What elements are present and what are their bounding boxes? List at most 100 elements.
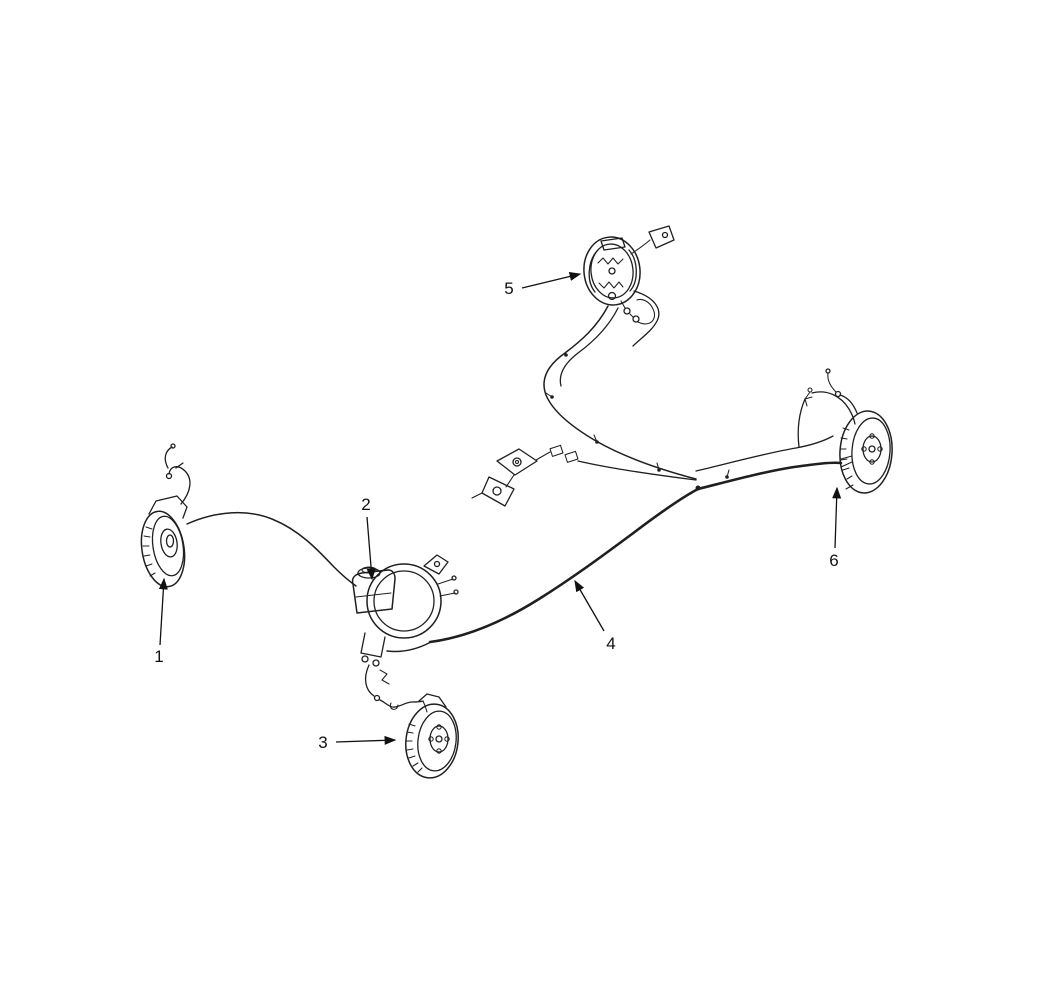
rear-right-top-hose — [839, 394, 858, 414]
connector-tube-right — [577, 460, 697, 481]
master-cylinder-body — [360, 632, 386, 658]
tube-clip-5 — [564, 353, 568, 357]
rear-right-hub — [862, 435, 882, 463]
callout-6: 6 — [829, 486, 842, 570]
rear-left-plate-inner — [590, 243, 634, 299]
callout-2: 2 — [361, 495, 376, 581]
front-right-disc-outer — [405, 703, 459, 779]
booster-studs — [437, 578, 456, 597]
tube-junction — [695, 485, 701, 491]
tube-connector-2 — [564, 450, 579, 463]
front-right-lug-3 — [436, 748, 442, 754]
front-right-lug-1 — [436, 724, 442, 730]
rear-right-lug-3 — [869, 459, 875, 465]
callout-4: 4 — [574, 579, 616, 653]
callout-5: 5 — [504, 272, 582, 298]
front-left-hose-end-fitting — [170, 443, 176, 449]
down-tube-fitting — [373, 694, 381, 702]
callout-6-arrow — [832, 486, 842, 549]
front-left-brake-assembly — [140, 443, 357, 588]
front-right-vent-hatching — [405, 723, 423, 773]
drum-inlet-fitting — [840, 455, 853, 468]
rear-right-drum-face — [851, 417, 891, 485]
master-cylinder-port-1 — [361, 655, 369, 663]
rear-left-brake-tube-parallel — [559, 307, 619, 387]
reservoir-body — [351, 569, 396, 614]
rear-left-fitting-stems — [620, 300, 634, 318]
front-left-hub — [160, 528, 178, 558]
front-left-brake-hose — [164, 446, 191, 505]
front-right-knuckle — [418, 693, 447, 708]
front-left-vent-hatching — [142, 526, 156, 577]
booster-stud-nut-2 — [453, 589, 459, 595]
rear-left-brake-tube — [543, 305, 697, 480]
rear-left-adjuster — [607, 291, 617, 301]
callout-3: 3 — [318, 733, 397, 752]
rear-left-fitting-2 — [632, 315, 640, 323]
front-left-hub-center — [165, 534, 175, 548]
front-right-brake-disc-assembly — [405, 693, 459, 779]
front-right-hose-stub — [422, 700, 428, 713]
rear-left-bracket-link — [630, 239, 651, 255]
mounting-bracket-lower — [481, 476, 515, 507]
bracket-lower-hole — [492, 486, 502, 496]
rear-left-return-spring-lower — [598, 281, 624, 289]
rear-right-lug-2 — [877, 446, 883, 452]
rear-right-upper-tube — [695, 435, 834, 472]
brake-booster-inner — [373, 570, 435, 632]
callout-4-arrow — [574, 579, 605, 632]
callouts: 1 2 3 4 5 6 — [154, 272, 842, 752]
bracket-upper-hole — [512, 457, 522, 467]
main-brake-tube-rear — [696, 461, 843, 491]
rear-right-brake-assembly — [825, 368, 893, 494]
rear-left-backing-plate — [583, 236, 641, 306]
rear-left-hub-dot — [608, 267, 616, 275]
rear-right-hatching — [839, 427, 853, 480]
callout-1-arrow — [158, 577, 168, 646]
tube-connector-1 — [549, 444, 564, 457]
line-art — [140, 225, 893, 779]
rear-right-hose-upper — [827, 372, 837, 393]
callout-2-label: 2 — [361, 495, 370, 514]
front-right-brake-hose — [379, 699, 424, 708]
callout-6-label: 6 — [829, 551, 838, 570]
callout-5-arrow — [521, 272, 582, 289]
hose-loop — [389, 702, 399, 710]
master-cylinder-outlet-tube — [386, 642, 430, 653]
front-left-brake-tube — [186, 511, 357, 587]
rear-left-wheel-cylinder — [600, 237, 626, 251]
front-right-lug-2 — [444, 736, 450, 742]
rear-right-hose-fitting — [834, 390, 842, 398]
rear-right-drum-outer — [839, 410, 893, 494]
callout-1: 1 — [154, 577, 168, 666]
callout-2-arrow — [366, 516, 376, 581]
master-cylinder-port-2 — [372, 659, 380, 667]
rear-left-hose-coil — [636, 299, 655, 325]
master-cylinder-down-tube — [364, 664, 375, 697]
rear-right-hose-tube — [811, 391, 856, 425]
front-left-hose-fitting — [165, 472, 173, 480]
callout-4-label: 4 — [606, 634, 615, 653]
rear-left-shoe-left — [588, 250, 598, 293]
main-brake-tube — [428, 487, 700, 644]
brake-tube-routing — [428, 290, 856, 644]
connector-tube-left — [535, 451, 551, 461]
callout-3-label: 3 — [318, 733, 327, 752]
reservoir-level-line — [355, 592, 392, 598]
front-right-disc-face — [417, 710, 457, 772]
booster-stud-nut-1 — [451, 575, 457, 581]
booster-bracket — [423, 554, 449, 575]
rear-right-lug-4 — [861, 446, 867, 452]
master-cylinder-booster-assembly — [351, 554, 459, 710]
callout-1-label: 1 — [154, 647, 163, 666]
brake-booster-outer — [366, 563, 442, 639]
booster-bracket-hole — [433, 560, 441, 568]
bracket-tail — [471, 492, 483, 499]
front-right-hub — [429, 725, 449, 753]
tube-clip-zigzag — [379, 669, 390, 685]
rear-right-drop-tube — [797, 398, 806, 448]
callout-5-label: 5 — [504, 279, 513, 298]
rear-hose-loop — [632, 290, 660, 347]
rear-right-bottom-tick — [845, 484, 854, 490]
